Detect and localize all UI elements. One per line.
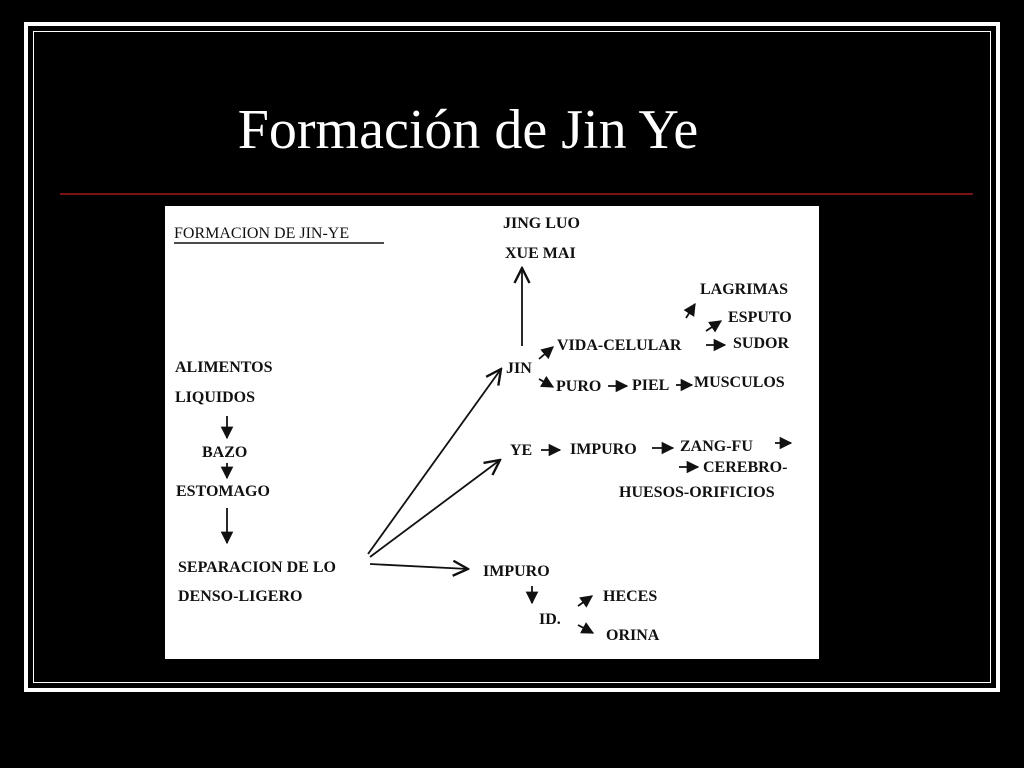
arrow-jin-vida	[538, 346, 554, 360]
node-vida-celular: VIDA-CELULAR	[557, 337, 682, 354]
arrow-id-orina	[577, 622, 595, 634]
diagram-canvas: FORMACION DE JIN-YE ALIMENTOS LIQUIDOS B…	[174, 215, 793, 644]
arrow-separacion-jin	[367, 369, 501, 555]
slide-title: Formación de Jin Ye	[237, 99, 699, 161]
arrow-separacion-ye	[369, 460, 500, 558]
node-heces: HECES	[603, 588, 657, 605]
arrow-vida-lagrimas	[683, 302, 696, 319]
slide-inner-frame	[33, 31, 991, 683]
arrow-separacion-impuro	[369, 564, 468, 569]
node-orina: ORINA	[606, 627, 660, 644]
node-bazo: BAZO	[202, 444, 247, 461]
node-denso-ligero: DENSO-LIGERO	[178, 588, 302, 605]
arrow-vida-esputo	[705, 320, 723, 333]
node-sudor: SUDOR	[733, 335, 789, 352]
arrow-jin-puro	[538, 375, 555, 388]
node-piel: PIEL	[632, 377, 669, 394]
node-esputo: ESPUTO	[728, 309, 792, 326]
node-cerebro: CEREBRO-	[703, 459, 787, 476]
node-zang-fu: ZANG-FU	[680, 438, 753, 455]
title-divider	[60, 193, 973, 195]
node-jing-luo: JING LUO	[503, 215, 580, 232]
node-id: ID.	[539, 611, 561, 628]
jin-ye-diagram: FORMACION DE JIN-YE ALIMENTOS LIQUIDOS B…	[165, 206, 819, 659]
node-impuro-ye: IMPURO	[570, 441, 637, 458]
diagram-heading: FORMACION DE JIN-YE	[174, 225, 349, 242]
node-musculos: MUSCULOS	[694, 374, 785, 391]
node-ye: YE	[510, 442, 532, 459]
node-puro: PURO	[556, 378, 601, 395]
slide-outer-frame	[24, 22, 1000, 692]
node-huesos-orificios: HUESOS-ORIFICIOS	[619, 484, 775, 501]
arrow-id-heces	[577, 595, 594, 608]
node-separacion: SEPARACION DE LO	[178, 559, 336, 576]
node-alimentos: ALIMENTOS	[175, 359, 273, 376]
node-jin: JIN	[506, 360, 532, 377]
node-xue-mai: XUE MAI	[505, 245, 576, 262]
node-impuro-low: IMPURO	[483, 563, 550, 580]
node-liquidos: LIQUIDOS	[175, 389, 255, 406]
node-lagrimas: LAGRIMAS	[700, 281, 788, 298]
node-estomago: ESTOMAGO	[176, 483, 270, 500]
